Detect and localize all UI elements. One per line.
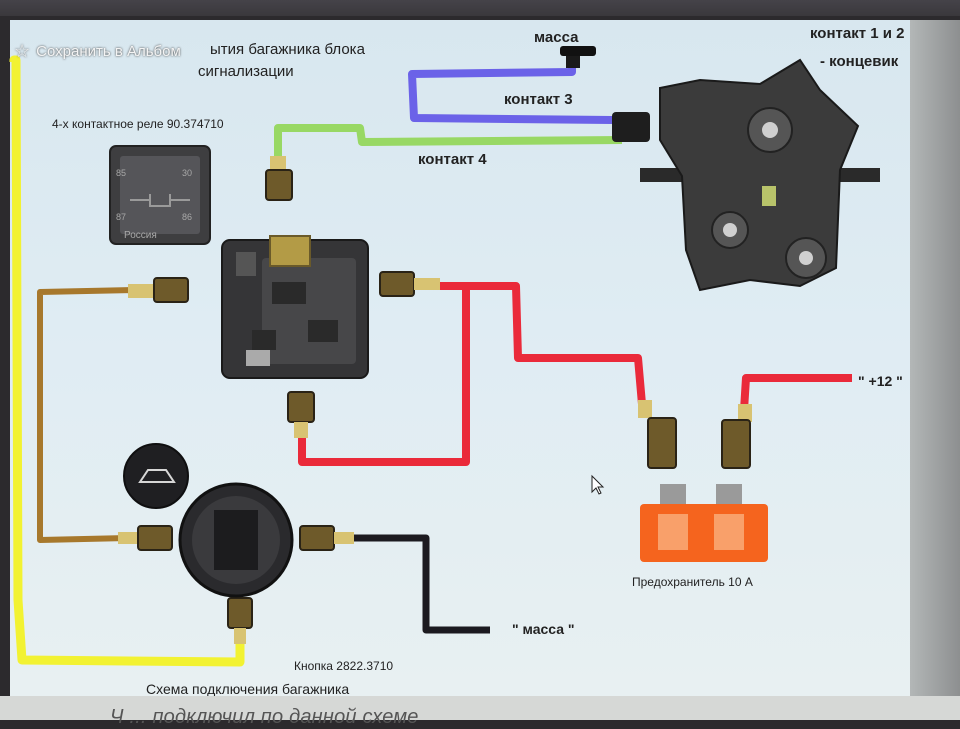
- yellow-wire: [9, 55, 245, 667]
- terminal-brown-top: [128, 277, 189, 303]
- monitor-right-bezel: [910, 20, 960, 696]
- relay-socket-icon: [221, 235, 369, 379]
- ground-terminal-icon: [560, 46, 596, 68]
- save-to-album-label: Сохранить в Альбом: [36, 42, 181, 60]
- relay-marking-30: 30: [182, 168, 192, 178]
- contact-4-label: контакт 4: [418, 151, 487, 168]
- mouse-cursor-icon: [591, 474, 605, 495]
- terminal-fuse-right: [721, 404, 752, 469]
- blue-wire: [408, 66, 613, 124]
- page-below-screen: [0, 696, 960, 720]
- scheme-caption: Схема подключения багажника: [146, 681, 349, 697]
- save-to-album-button[interactable]: ☆ Сохранить в Альбом: [14, 42, 181, 60]
- diagram-title-line2: сигнализации: [198, 63, 294, 80]
- terminal-connectors: [118, 156, 752, 644]
- terminal-black: [299, 525, 354, 551]
- relay-marking-russia: Россия: [124, 230, 157, 241]
- contact-3-label: контакт 3: [504, 91, 573, 108]
- relay-caption: 4-х контактное реле 90.374710: [52, 117, 224, 131]
- small-relay-icon: 85 30 87 86 Россия: [109, 145, 211, 245]
- trunk-button-icon: [123, 443, 294, 598]
- terminal-socket-bottom: [287, 391, 315, 438]
- trunk-lock-icon: [612, 58, 880, 292]
- terminal-brown-bottom: [118, 525, 173, 551]
- ground-label-top: масса: [534, 29, 579, 46]
- contacts-1-2-line2: - концевик: [820, 53, 899, 70]
- button-caption: Кнопка 2822.3710: [294, 659, 393, 673]
- ground-label-bottom: " масса ": [512, 621, 575, 637]
- black-wire: [350, 534, 490, 634]
- relay-marking-86: 86: [182, 212, 192, 222]
- brown-wire: [37, 287, 137, 543]
- terminal-yellow: [227, 597, 253, 644]
- star-icon: ☆: [14, 41, 31, 61]
- fuse-caption: Предохранитель 10 А: [632, 575, 753, 589]
- relay-marking-87: 87: [116, 212, 126, 222]
- contacts-1-2-line1: контакт 1 и 2: [810, 25, 904, 42]
- green-wire: [274, 124, 623, 160]
- fuse-10a-icon: [640, 484, 768, 562]
- plus12-label: " +12 ": [858, 373, 903, 389]
- diagram-title-line1: ытия багажника блока: [210, 41, 366, 58]
- monitor-top-bezel: [0, 0, 960, 16]
- relay-marking-85: 85: [116, 168, 126, 178]
- red-wire: [298, 282, 852, 466]
- terminal-red-socket: [379, 271, 440, 297]
- terminal-fuse-left: [638, 400, 677, 469]
- terminal-green: [265, 156, 293, 201]
- footer-text: Ч ... подключил по данной схеме: [110, 706, 419, 728]
